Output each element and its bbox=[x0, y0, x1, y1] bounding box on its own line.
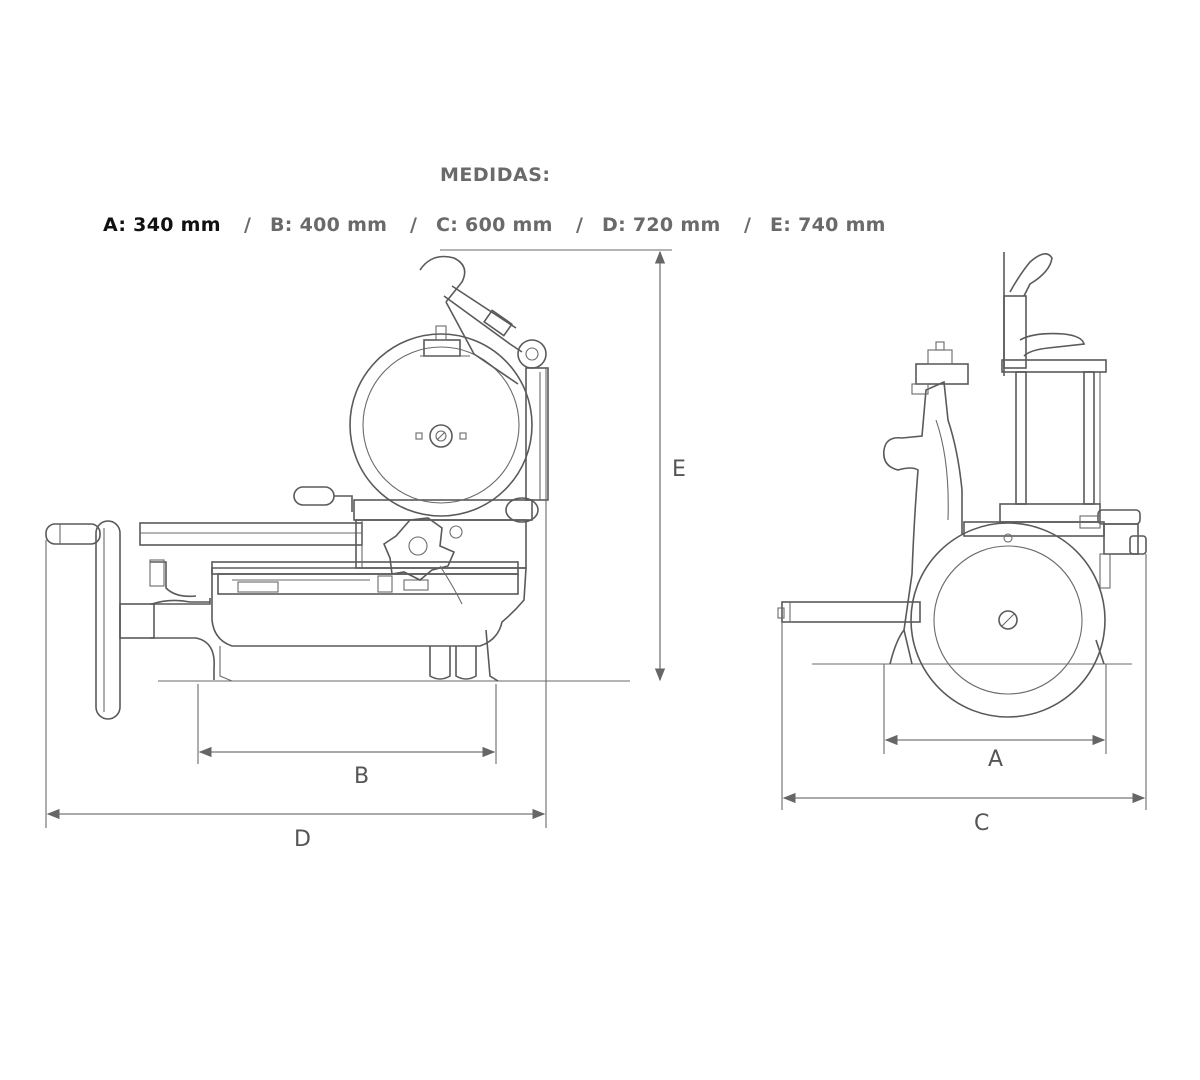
measurement-a: A: 340 mm bbox=[103, 214, 221, 236]
dimension-e-letter: E bbox=[672, 457, 686, 482]
slicer-front-view bbox=[777, 252, 1147, 718]
dimension-c-letter: C bbox=[974, 811, 989, 836]
dimension-b-letter: B bbox=[354, 764, 369, 789]
dimension-a-letter: A bbox=[988, 747, 1003, 772]
separator-2: / bbox=[410, 214, 417, 236]
diagram-title: MEDIDAS: bbox=[440, 164, 551, 186]
measurement-b: B: 400 mm bbox=[270, 214, 387, 236]
separator-1: / bbox=[244, 214, 251, 236]
separator-3: / bbox=[576, 214, 583, 236]
slicer-side-view bbox=[45, 255, 630, 720]
measurement-d: D: 720 mm bbox=[602, 214, 721, 236]
separator-4: / bbox=[744, 214, 751, 236]
measurement-list: A: 340 mm / B: 400 mm / C: 600 mm / D: 7… bbox=[103, 214, 886, 236]
measurement-e: E: 740 mm bbox=[770, 214, 886, 236]
dimension-d-letter: D bbox=[294, 827, 311, 852]
dimension-lines: E B D A C bbox=[45, 249, 1147, 852]
measurement-c: C: 600 mm bbox=[436, 214, 553, 236]
